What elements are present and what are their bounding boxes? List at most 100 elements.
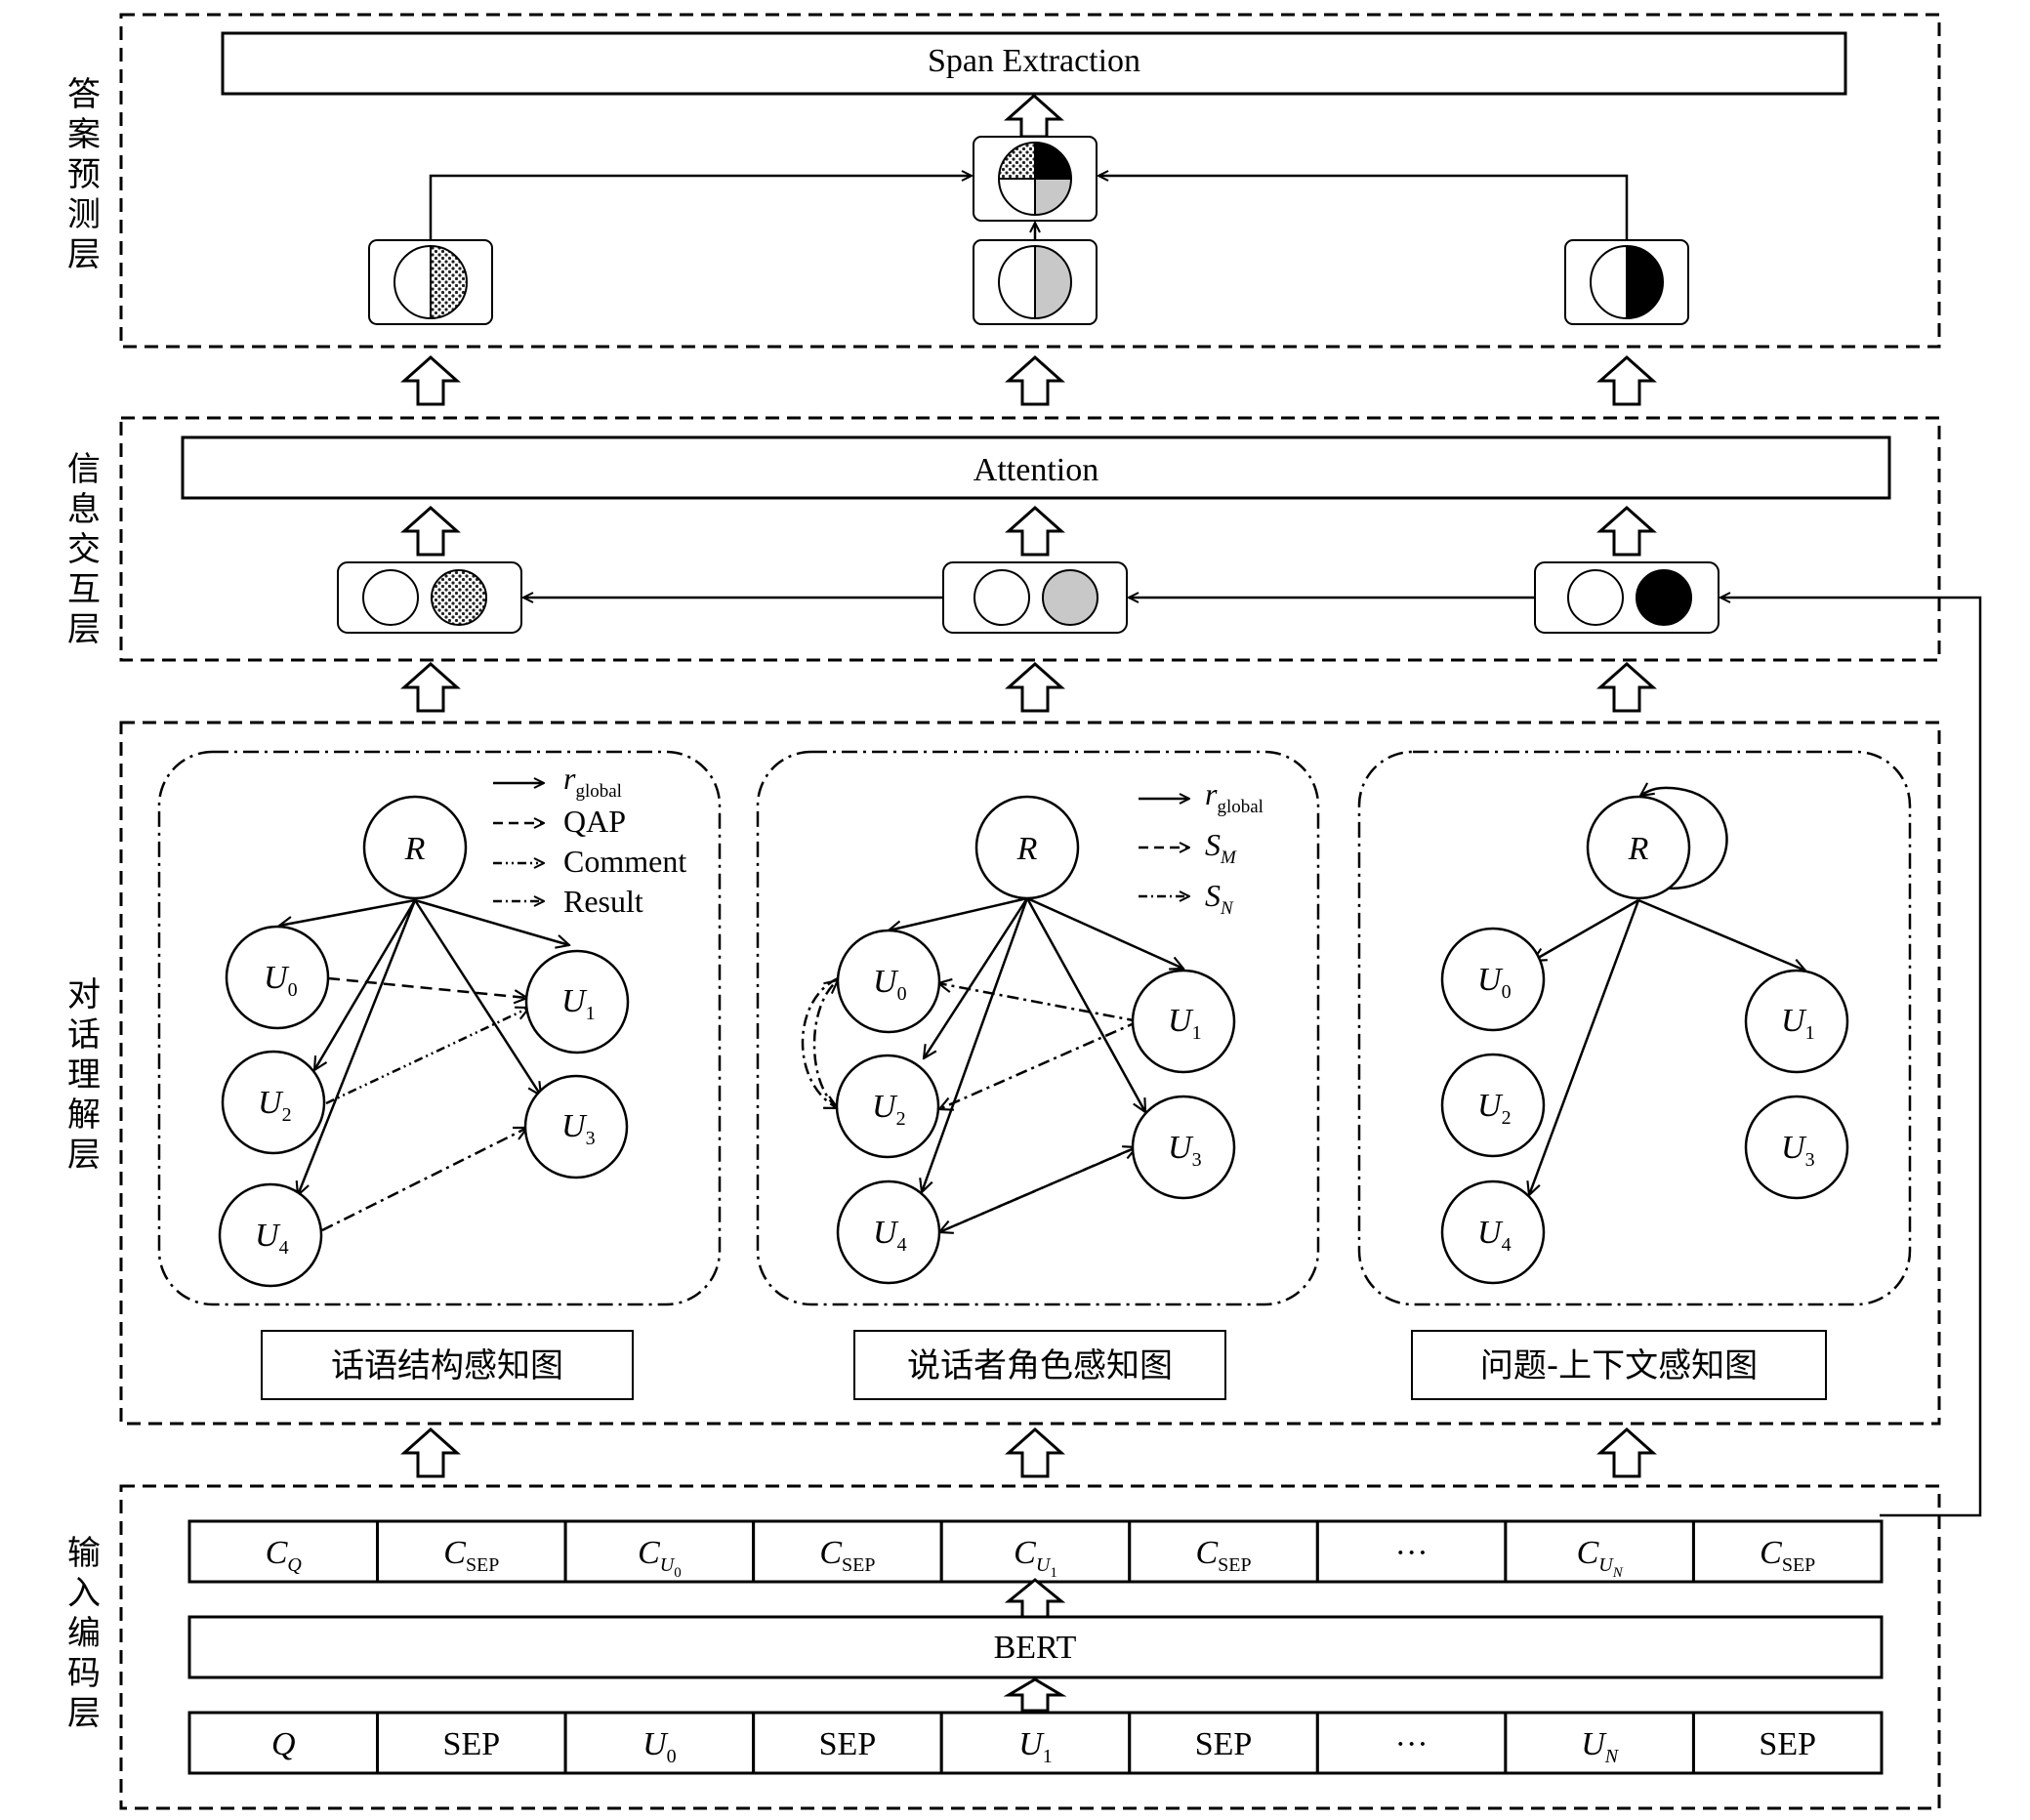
output-token-label: CSEP bbox=[443, 1535, 499, 1576]
block-arrow bbox=[1005, 354, 1065, 406]
node-u-sub: 2 bbox=[282, 1104, 292, 1126]
legend-r-main: r bbox=[563, 761, 576, 796]
output-token-cell bbox=[1504, 1519, 1695, 1584]
caption-discourse: 话语结构感知图 bbox=[331, 1346, 563, 1386]
node-u-sub: 1 bbox=[1805, 1022, 1815, 1044]
edge-qap bbox=[327, 976, 527, 998]
input-token-label: U0 bbox=[642, 1726, 677, 1767]
edge-self-loop bbox=[1628, 788, 1728, 889]
node-labels: U0 U1 U2 U3 U4 bbox=[255, 960, 596, 1259]
node-root-label: R bbox=[1628, 831, 1649, 867]
output-token-subsub: 1 bbox=[1050, 1565, 1057, 1581]
legend-r-global: rglobal bbox=[1205, 776, 1264, 817]
node-root-label: R bbox=[404, 831, 426, 867]
node-u-sub: 1 bbox=[586, 1003, 596, 1024]
node-u0 bbox=[1440, 927, 1546, 1032]
block-arrow bbox=[1596, 505, 1657, 557]
caption-box-speaker bbox=[853, 1330, 1226, 1400]
input-token-main: SEP bbox=[1759, 1726, 1816, 1762]
legend-s-main: S bbox=[1205, 827, 1221, 862]
half-repr-icon-middle bbox=[998, 244, 1072, 320]
node-u-sub: 4 bbox=[279, 1237, 289, 1259]
output-token-sub: U bbox=[1598, 1554, 1614, 1576]
half-repr-icon-right bbox=[1590, 244, 1664, 320]
encoding-layer-frame bbox=[119, 1484, 1941, 1810]
node-u-sub: 3 bbox=[586, 1128, 596, 1149]
bert-box bbox=[187, 1615, 1884, 1679]
node-u-main: U bbox=[1477, 1215, 1504, 1251]
node-label-u3: U3 bbox=[561, 1108, 596, 1149]
graph-speaker: rglobal SM SN R U0 U1 U2 U3 U4 bbox=[801, 776, 1264, 1285]
edge bbox=[1026, 896, 1183, 969]
input-token-sub: N bbox=[1604, 1746, 1620, 1767]
node-u0 bbox=[225, 925, 330, 1030]
input-token-cell bbox=[563, 1711, 756, 1775]
graph-panel-speaker bbox=[756, 750, 1320, 1306]
input-token-cell bbox=[376, 1711, 567, 1775]
node-u0 bbox=[836, 929, 941, 1034]
interaction-layer-frame bbox=[119, 416, 1941, 662]
understanding-layer-frame bbox=[119, 721, 1941, 1426]
node-label-u0: U0 bbox=[873, 964, 907, 1005]
edge bbox=[1025, 897, 1145, 1112]
node-label-u0: U0 bbox=[1477, 962, 1512, 1003]
node-label-u1: U1 bbox=[1781, 1003, 1815, 1044]
input-token-sub: 1 bbox=[1043, 1746, 1053, 1767]
node-label-u3: U3 bbox=[1781, 1130, 1815, 1171]
node-label-u1: U1 bbox=[561, 983, 596, 1024]
node-labels: U0 U1 U2 U3 U4 bbox=[872, 964, 1202, 1256]
node-u-main: U bbox=[258, 1085, 284, 1121]
output-token-subsub: N bbox=[1612, 1565, 1624, 1581]
output-token-main: C bbox=[1014, 1535, 1036, 1571]
pair-box-middle bbox=[942, 561, 1128, 634]
up-arrow-to-span bbox=[1004, 93, 1064, 139]
output-token-label: CQ bbox=[266, 1535, 303, 1576]
legend-s-main: S bbox=[1205, 878, 1221, 913]
input-token-label: Q bbox=[271, 1726, 296, 1762]
node-u-sub: 1 bbox=[1192, 1022, 1202, 1044]
output-token-cell bbox=[1315, 1519, 1508, 1584]
output-token-cell bbox=[187, 1519, 380, 1584]
node-u2 bbox=[1440, 1053, 1546, 1158]
output-token-main: C bbox=[638, 1535, 660, 1571]
graph-discourse: rglobal QAP Comment Result R U0 U1 U2 U3… bbox=[218, 761, 686, 1288]
pair-circle-dotted bbox=[431, 569, 487, 626]
layer-label-interaction-text: 信息交互层 bbox=[67, 450, 101, 649]
edge-sn-loop bbox=[812, 980, 838, 1109]
attention-box bbox=[181, 435, 1891, 500]
layer-label-encoding: 输入编码层 bbox=[67, 1534, 101, 1733]
output-token-sub: Q bbox=[287, 1554, 302, 1576]
legend-result: Result bbox=[563, 884, 643, 919]
node-root-label: R bbox=[1016, 831, 1038, 867]
output-token-main: C bbox=[819, 1535, 842, 1571]
input-token-cell bbox=[187, 1711, 380, 1775]
node-u1 bbox=[1131, 969, 1236, 1074]
up-arrow-bert-to-output bbox=[1004, 1578, 1066, 1619]
layer-label-answer-text: 答案预测层 bbox=[67, 75, 101, 274]
output-token-label: CUN bbox=[1577, 1535, 1624, 1581]
span-extraction-box bbox=[221, 31, 1847, 96]
legend-r-sub: global bbox=[575, 781, 622, 802]
pair-circle-white bbox=[1567, 569, 1624, 626]
edge bbox=[413, 899, 541, 1096]
legend-r-main: r bbox=[1205, 776, 1218, 811]
node-u-main: U bbox=[1168, 1003, 1194, 1039]
output-token-label: CU1 bbox=[1014, 1535, 1057, 1581]
connector-right-to-combined bbox=[1098, 176, 1629, 240]
node-label-u0: U0 bbox=[264, 960, 298, 1001]
edge-sn bbox=[938, 983, 1139, 1023]
node-label-u4: U4 bbox=[255, 1218, 289, 1259]
node-label-u4: U4 bbox=[873, 1215, 907, 1256]
edge-comment bbox=[325, 1008, 529, 1105]
node-label-u4: U4 bbox=[1477, 1215, 1512, 1256]
output-token-cell bbox=[563, 1519, 756, 1584]
input-token-label: SEP bbox=[819, 1726, 877, 1762]
node-labels: U0 U1 U2 U3 U4 bbox=[1477, 962, 1815, 1256]
pair-circle-white bbox=[974, 569, 1030, 626]
caption-box-question bbox=[1411, 1330, 1827, 1400]
layer-label-interaction: 信息交互层 bbox=[67, 450, 101, 649]
output-token-cell bbox=[1691, 1519, 1884, 1584]
edge-result bbox=[321, 1126, 527, 1232]
